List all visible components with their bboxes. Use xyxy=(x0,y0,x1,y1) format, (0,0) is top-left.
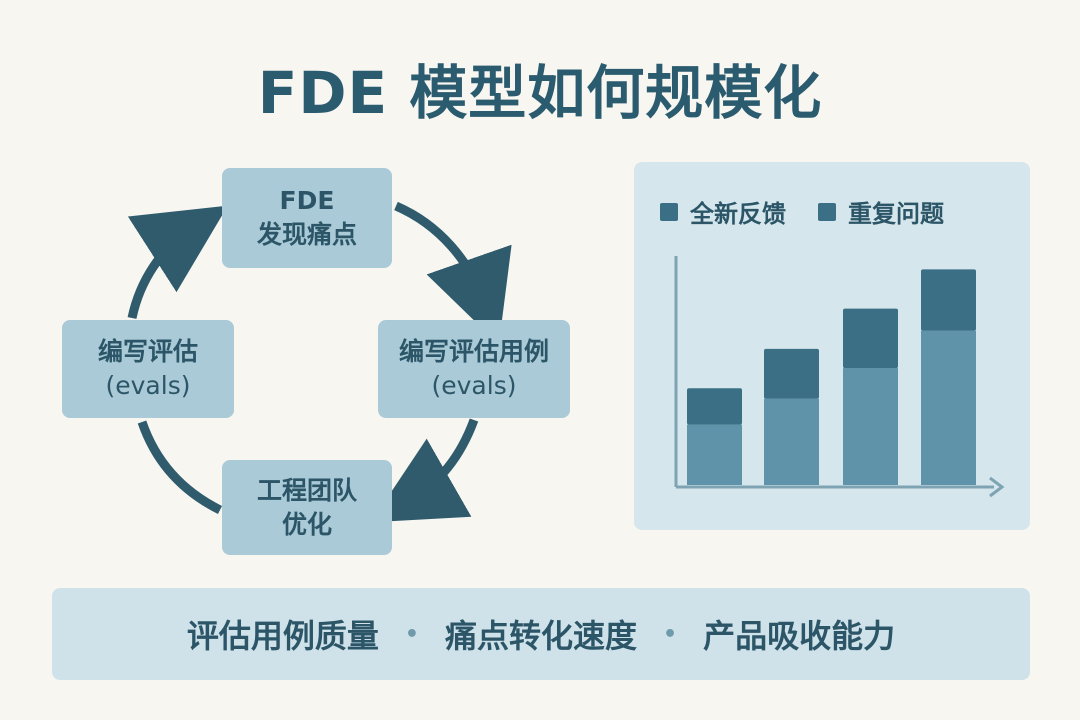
chart-panel: 全新反馈 重复问题 xyxy=(634,162,1030,530)
arrow-top-to-right xyxy=(394,201,512,345)
node-discover-line1: FDE xyxy=(279,186,335,215)
metric-separator: • xyxy=(663,621,678,647)
bar-segment-new-feedback-1 xyxy=(687,424,742,485)
metric-separator: • xyxy=(404,621,419,647)
node-evaluate-line2: (evals) xyxy=(105,371,191,400)
cycle-node-discover: FDE 发现痛点 xyxy=(222,168,392,268)
arrow-bottom-to-left xyxy=(137,420,223,515)
metrics-bar: 评估用例质量 • 痛点转化速度 • 产品吸收能力 xyxy=(52,588,1030,680)
bar-segment-repeat-issues-1 xyxy=(687,388,742,425)
page-title: FDE 模型如何规模化 xyxy=(257,59,823,127)
metric-absorption: 产品吸收能力 xyxy=(703,617,896,655)
cycle-node-evaluate: 编写评估 (evals) xyxy=(62,320,234,418)
bar-segment-new-feedback-2 xyxy=(764,398,819,485)
chart-legend: 全新反馈 重复问题 xyxy=(660,194,976,229)
bar-segment-new-feedback-3 xyxy=(843,368,898,485)
x-axis-arrowhead xyxy=(989,476,1005,498)
bar-segment-new-feedback-4 xyxy=(921,330,976,485)
legend-label-new-feedback: 全新反馈 xyxy=(690,200,786,228)
legend-swatch-repeat-issues xyxy=(818,202,836,221)
metric-conversion-speed: 痛点转化速度 xyxy=(444,617,637,655)
bar-segment-repeat-issues-4 xyxy=(921,269,976,331)
cycle-arrows xyxy=(127,201,512,523)
arrow-right-to-bottom xyxy=(370,418,479,523)
stacked-bar-chart xyxy=(674,256,1005,498)
bars-group xyxy=(687,269,976,485)
cycle-node-engineering: 工程团队 优化 xyxy=(222,460,392,555)
legend-label-repeat-issues: 重复问题 xyxy=(848,200,944,228)
legend-item-repeat-issues: 重复问题 xyxy=(818,194,944,229)
node-discover-line2: 发现痛点 xyxy=(256,220,357,249)
bar-segment-repeat-issues-3 xyxy=(843,308,898,369)
legend-item-new-feedback: 全新反馈 xyxy=(660,194,786,229)
metric-eval-quality: 评估用例质量 xyxy=(186,617,379,655)
node-evaluate-line1: 编写评估 xyxy=(97,337,198,366)
node-write-evals-line1: 编写评估用例 xyxy=(398,337,549,366)
arrow-left-to-top xyxy=(127,205,228,319)
legend-swatch-new-feedback xyxy=(660,202,678,221)
bar-segment-repeat-issues-2 xyxy=(764,348,819,399)
node-engineering-line2: 优化 xyxy=(281,509,332,539)
node-engineering-line1: 工程团队 xyxy=(256,475,357,505)
node-write-evals-line2: (evals) xyxy=(431,371,517,400)
cycle-node-write-evals: 编写评估用例 (evals) xyxy=(378,320,570,418)
